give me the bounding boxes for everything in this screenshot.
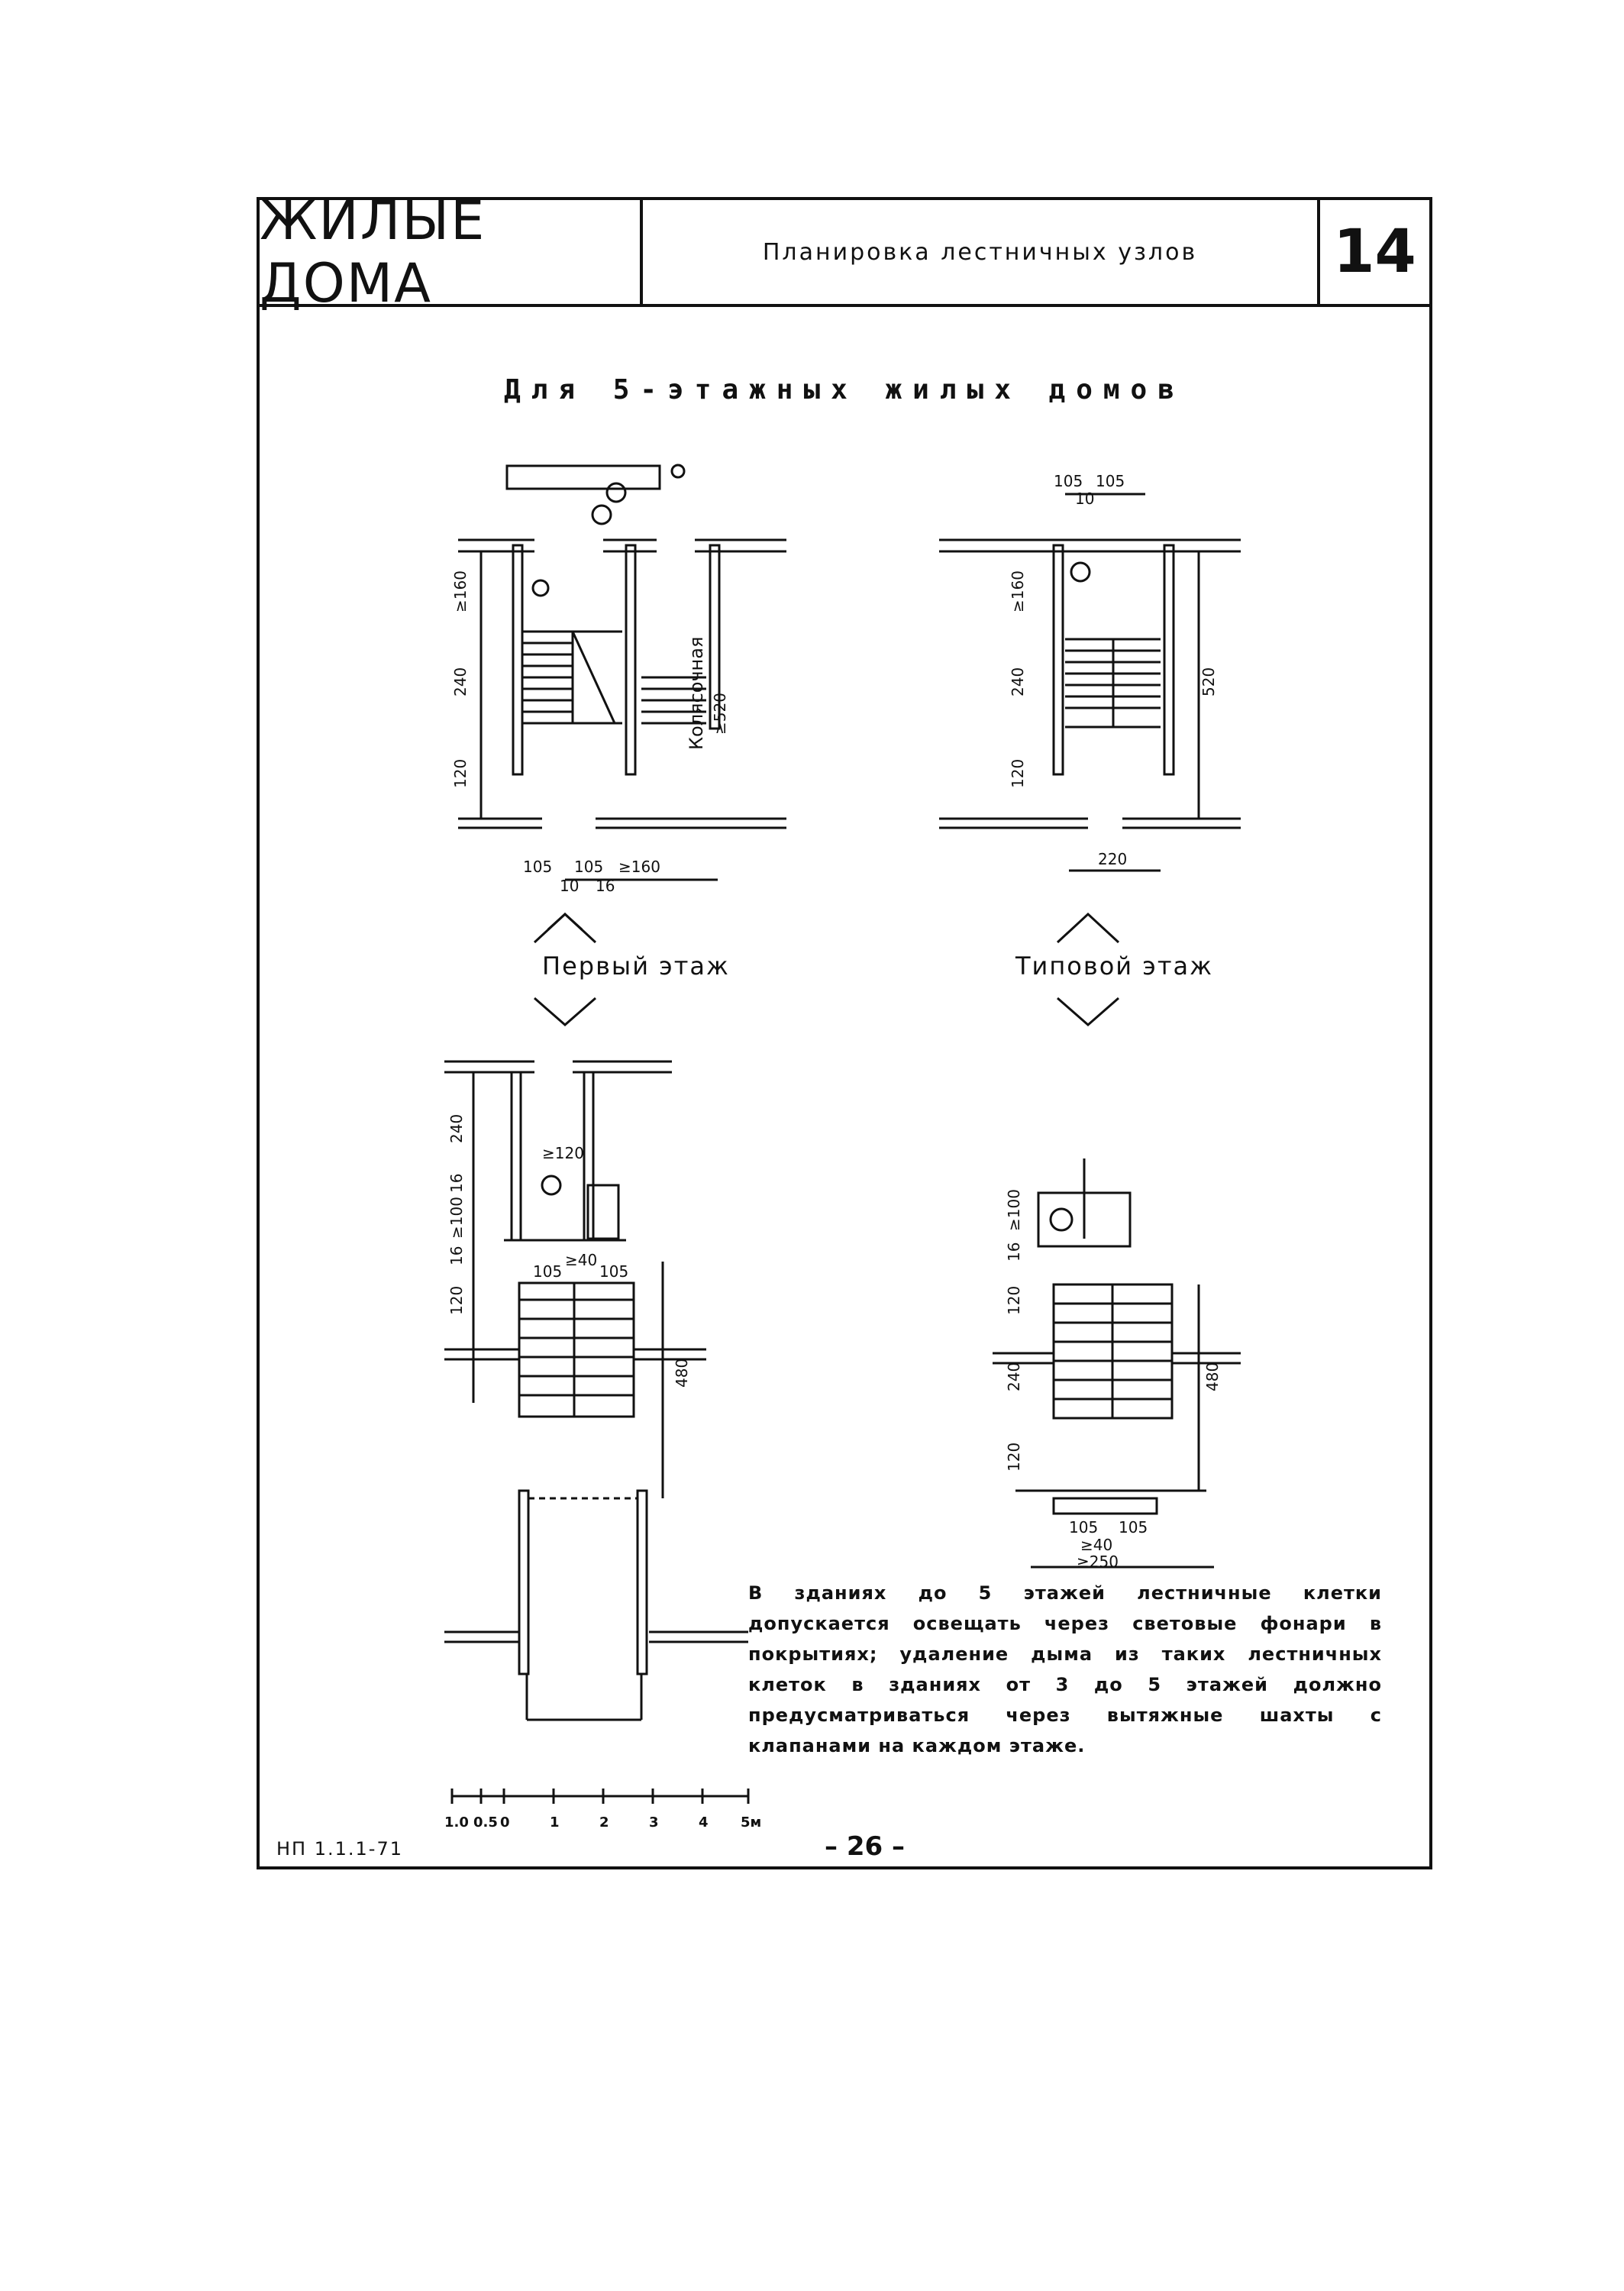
dim-typ-240: 240 [1009,667,1027,696]
dim-first-120: 120 [451,759,470,788]
chevron-up-first [533,912,597,944]
dim-ll-16b: 16 [447,1246,466,1265]
dim-lr-120a: 120 [1005,1286,1023,1315]
dim-lr-480: 480 [1203,1362,1222,1391]
page-number: – 26 – [825,1831,905,1862]
dim-lr-240: 240 [1005,1362,1023,1391]
drawing-subtitle: Для 5-этажных жилых домов [504,374,1185,406]
first-floor-label: Первый этаж [542,952,730,981]
scale-label-5: 2 [599,1814,609,1831]
dim-lr-b3: ≥40 [1080,1536,1112,1554]
dim-lr-b1: 105 [1069,1518,1098,1536]
dim-typ-160: ≥160 [1009,570,1027,612]
dim-ll-100: ≥100 [447,1197,466,1239]
scale-label-1: 1.0 [444,1814,469,1831]
title-block: ЖИЛЫЕ ДОМА Планировка лестничных узлов 1… [260,189,1429,315]
dim-ll-m3: 105 [599,1262,628,1281]
typical-floor-plan [939,493,1241,872]
chevron-up-typical [1056,912,1120,944]
scale-label-8: 5м [741,1814,761,1831]
dim-typ-t2: 105 [1096,472,1125,490]
scale-bar [450,1789,750,1804]
dim-first-s2: 16 [596,877,615,895]
typical-floor-label: Типовой этаж [1015,952,1213,981]
drawing-sheet: ЖИЛЫЕ ДОМА Планировка лестничных узлов 1… [257,189,1432,1869]
chevron-down-first [534,997,596,1026]
sheet-number: 14 [1317,200,1429,304]
dim-ll-120b: 120 [447,1286,466,1315]
dim-typ-220: 220 [1098,850,1127,868]
dim-typ-120: 120 [1009,759,1027,788]
section-first-floor-plan [444,1060,748,1721]
dim-lr-b2: 105 [1119,1518,1148,1536]
section-typical-floor-plan [993,1158,1241,1569]
dim-lr-100: ≥100 [1005,1189,1023,1231]
dim-first-240: 240 [451,667,470,696]
dim-ll-m1: 105 [533,1262,562,1281]
dim-ll-16a: 16 [447,1174,466,1193]
scale-label-3: 0 [500,1814,510,1831]
design-note: В зданиях до 5 этажей лестничные клетки … [748,1582,1382,1756]
dim-lr-120b: 120 [1005,1443,1023,1472]
scale-label-6: 3 [649,1814,659,1831]
dim-typ-t3: 10 [1075,490,1094,508]
dim-ll-m2: ≥40 [565,1251,597,1269]
dim-first-b1: 105 [523,858,552,876]
dim-lr-b4: ≥250 [1077,1553,1119,1571]
plans-drawing: ≥160 240 120 Колясочная ≥520 105 105 ≥16… [444,464,1241,1831]
sheet-title: Планировка лестничных узлов [762,238,1198,266]
dim-first-b3: ≥160 [618,858,660,876]
dim-first-b2: 105 [574,858,603,876]
scale-label-2: 0.5 [473,1814,498,1831]
dim-first-s1: 10 [560,877,579,895]
dim-lr-16: 16 [1005,1242,1023,1262]
dim-ll-480: 480 [673,1359,691,1388]
stroller-room-dim: ≥520 [711,693,729,735]
dim-ll-240: 240 [447,1114,466,1143]
scale-label-4: 1 [550,1814,560,1831]
document-code: НП 1.1.1-71 [276,1838,403,1860]
dim-ll-120: ≥120 [542,1144,584,1162]
dim-first-160: ≥160 [451,570,470,612]
first-floor-plan [458,464,786,881]
dim-typ-t1: 105 [1054,472,1083,490]
dim-typ-520: 520 [1199,667,1218,696]
chevron-down-typical [1057,997,1119,1026]
stroller-room-label: Колясочная [686,637,707,750]
scale-label-7: 4 [699,1814,709,1831]
